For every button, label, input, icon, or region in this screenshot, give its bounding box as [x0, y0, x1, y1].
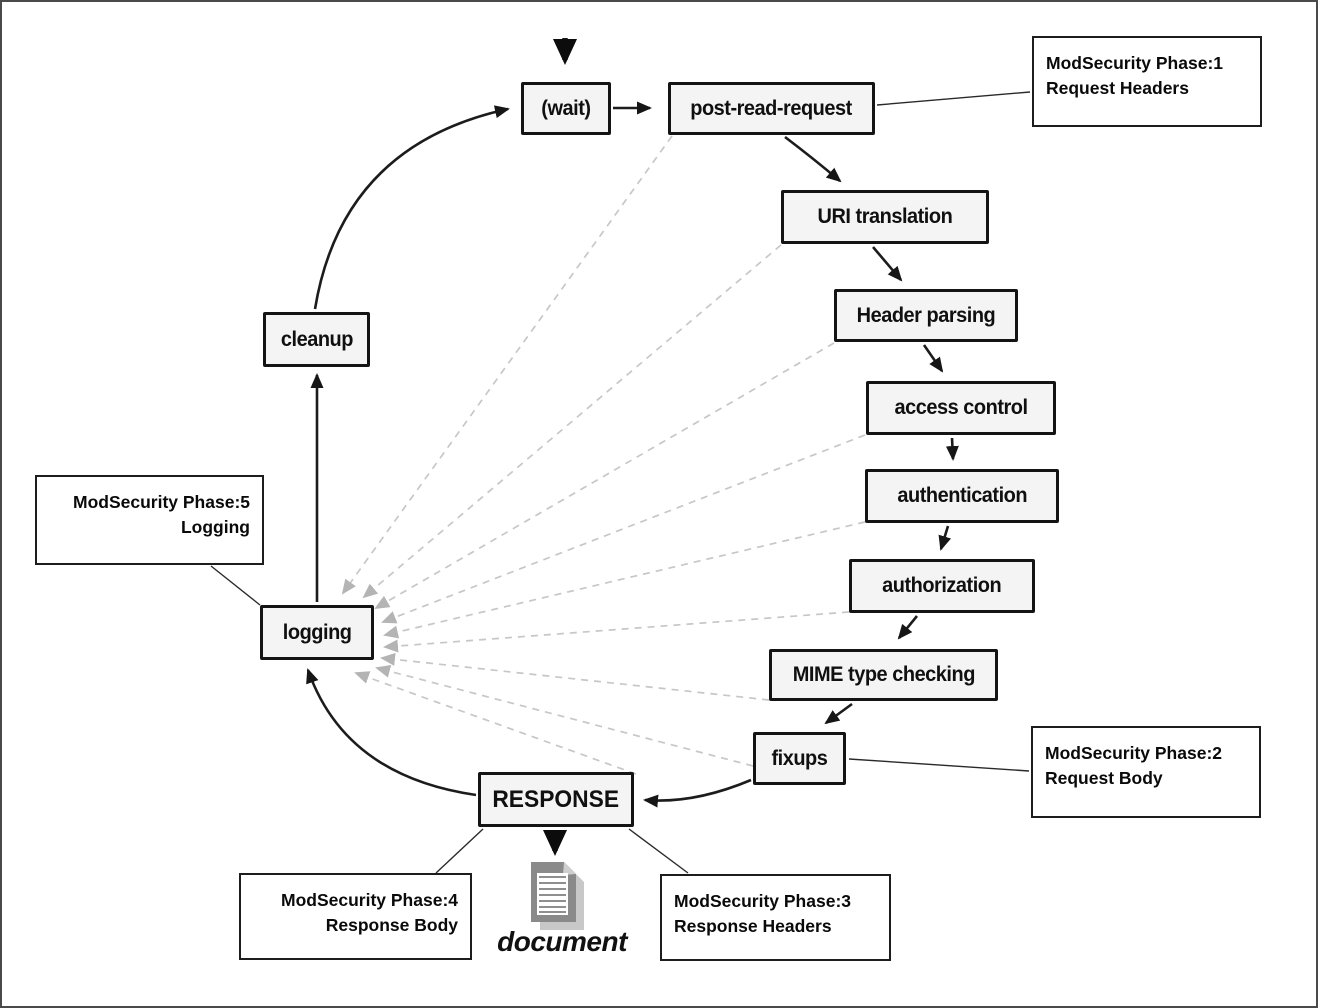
node-wait-label: (wait) — [541, 96, 591, 120]
annotation-phase5-line2: Logging — [180, 516, 250, 537]
annotation-phase3-line1: ModSecurity Phase:3 — [674, 891, 851, 911]
annotation-phase2-line2: Request Body — [1045, 767, 1163, 788]
annotation-phase2-line1: ModSecurity Phase:2 — [1045, 743, 1222, 763]
node-header-parsing-label: Header parsing — [856, 303, 996, 327]
annotation-modsecurity-phase1: ModSecurity Phase:1 Request Headers — [1032, 36, 1262, 127]
annotation-phase4-line2: Response Body — [325, 914, 458, 935]
node-access-control: access control — [866, 381, 1056, 435]
node-response: RESPONSE — [478, 772, 634, 827]
node-cleanup-label: cleanup — [280, 327, 353, 351]
node-header-parsing: Header parsing — [834, 289, 1018, 342]
node-fixups-label: fixups — [771, 746, 828, 770]
annotation-modsecurity-phase4: ModSecurity Phase:4 Response Body — [239, 873, 472, 960]
node-uri-translation: URI translation — [781, 190, 989, 244]
node-post-read-request: post-read-request — [668, 82, 875, 135]
annotation-phase1-line2: Request Headers — [1046, 77, 1189, 98]
annotation-phase3-line2: Response Headers — [674, 915, 832, 936]
node-wait: (wait) — [521, 82, 611, 135]
node-authorization: authorization — [849, 559, 1035, 613]
annotation-modsecurity-phase2: ModSecurity Phase:2 Request Body — [1031, 726, 1261, 818]
annotation-phase4-line1: ModSecurity Phase:4 — [281, 890, 458, 910]
node-fixups: fixups — [753, 732, 846, 785]
node-logging: logging — [260, 605, 374, 660]
node-authentication-label: authentication — [897, 484, 1027, 507]
annotation-phase1-line1: ModSecurity Phase:1 — [1046, 53, 1223, 73]
annotation-modsecurity-phase3: ModSecurity Phase:3 Response Headers — [660, 874, 891, 961]
node-post-read-request-label: post-read-request — [690, 96, 853, 120]
node-authorization-label: authorization — [882, 574, 1002, 597]
node-mime-type-checking: MIME type checking — [769, 649, 998, 701]
annotation-phase5-line1: ModSecurity Phase:5 — [73, 492, 250, 512]
node-logging-label: logging — [282, 620, 352, 644]
node-access-control-label: access control — [894, 396, 1028, 419]
document-icon — [528, 860, 592, 937]
document-label: document — [497, 926, 627, 957]
annotation-modsecurity-phase5: ModSecurity Phase:5 Logging — [35, 475, 264, 565]
node-mime-type-checking-label: MIME type checking — [792, 663, 975, 686]
node-authentication: authentication — [865, 469, 1059, 523]
node-cleanup: cleanup — [263, 312, 370, 367]
annotation-connectors — [210, 91, 1031, 874]
node-response-label: RESPONSE — [492, 785, 620, 813]
node-uri-translation-label: URI translation — [817, 205, 953, 228]
flow-arrows — [306, 38, 959, 856]
logging-dashed-arrows — [341, 135, 866, 775]
